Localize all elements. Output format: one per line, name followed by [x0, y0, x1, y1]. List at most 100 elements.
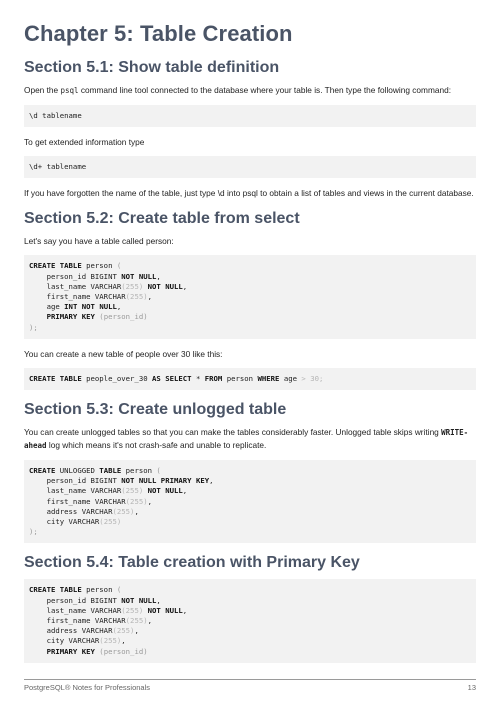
code-token: last_name VARCHAR: [29, 486, 122, 496]
section-5-3-title: Section 5.3: Create unlogged table: [24, 401, 287, 419]
code-line: PRIMARY KEY (person_id): [29, 312, 148, 321]
code-token: CREATE: [29, 466, 56, 476]
code-token: (255): [121, 486, 144, 496]
page-content: Chapter 5: Table Creation Section 5.1: S…: [24, 20, 476, 672]
code-line: address VARCHAR(255),: [29, 626, 139, 635]
code-line: CREATE TABLE person (: [29, 261, 121, 270]
code-line: CREATE TABLE person (: [29, 585, 121, 594]
code-token: ,: [156, 595, 161, 605]
code-line: age INT NOT NULL,: [29, 302, 122, 312]
code-token: address VARCHAR: [29, 626, 113, 636]
code-token: (: [116, 585, 122, 595]
code-block-create-person: CREATE TABLE person ( person_id BIGINT N…: [24, 255, 476, 339]
code-token: (255): [125, 292, 148, 302]
code-token: INT: [64, 302, 78, 312]
code-token: (person_id): [94, 312, 148, 322]
section-5-3-paragraph-1: You can create unlogged tables so that y…: [24, 427, 469, 451]
code-line: last_name VARCHAR(255) NOT NULL,: [29, 281, 188, 291]
code-line: );: [29, 527, 38, 536]
code-token: city VARCHAR: [29, 636, 100, 646]
code-token: person: [222, 373, 258, 383]
code-token: AS SELECT: [152, 373, 192, 383]
code-token: ,: [134, 626, 139, 636]
code-token: NOT NULL: [147, 605, 183, 615]
inline-code-write-ahead: WRITE-ahead: [24, 428, 469, 451]
code-token: ,: [182, 281, 188, 291]
code-line: first_name VARCHAR(255),: [29, 292, 152, 301]
code-line: CREATE UNLOGGED TABLE person (: [29, 466, 161, 475]
code-token: NOT NULL: [147, 486, 183, 496]
code-line: last_name VARCHAR(255) NOT NULL,: [29, 605, 188, 615]
code-token: person: [81, 261, 117, 271]
code-token: (255): [112, 626, 135, 636]
code-line: );: [29, 323, 38, 332]
code-token: PRIMARY KEY: [46, 312, 95, 322]
code-token: (255): [121, 605, 144, 615]
code-token: CREATE TABLE: [29, 261, 82, 271]
section-5-2-paragraph-2: You can create a new table of people ove…: [24, 348, 223, 359]
code-token: FROM: [204, 373, 223, 383]
code-token: > 30;: [301, 373, 324, 383]
code-token: city VARCHAR: [29, 517, 100, 527]
code-token: ,: [156, 271, 161, 281]
code-token: PRIMARY KEY: [46, 646, 95, 656]
code-token: [29, 647, 47, 656]
code-block-create-unlogged: CREATE UNLOGGED TABLE person ( person_id…: [24, 460, 476, 544]
code-token: NOT NULL PRIMARY KEY: [121, 476, 210, 486]
code-line: city VARCHAR(255): [29, 517, 122, 527]
section-5-2-paragraph-1: Let's say you have a table called person…: [24, 236, 174, 247]
code-token: (255): [99, 517, 122, 527]
section-5-1-paragraph-2: To get extended information type: [24, 137, 145, 148]
section-5-2-title: Section 5.2: Create table from select: [24, 210, 300, 228]
code-token: ,: [134, 506, 139, 516]
code-token: NOT NULL: [147, 281, 183, 291]
code-token: CREATE TABLE: [29, 585, 82, 595]
code-token: );: [29, 322, 38, 332]
code-token: first_name VARCHAR: [29, 292, 126, 302]
code-token: UNLOGGED: [55, 466, 100, 476]
code-token: people_over_30: [81, 373, 153, 383]
code-block-describe: \d tablename: [24, 105, 476, 128]
code-token: last_name VARCHAR: [29, 281, 122, 291]
page-footer: PostgreSQL® Notes for Professionals 13: [24, 679, 476, 692]
inline-code-psql: psql: [60, 86, 79, 95]
code-token: );: [29, 527, 38, 537]
code-token: ,: [147, 496, 153, 506]
code-token: (255): [125, 496, 148, 506]
chapter-title: Chapter 5: Table Creation: [24, 21, 293, 46]
code-token: ,: [147, 616, 153, 626]
code-token: (255): [112, 506, 135, 516]
code-token: person_id BIGINT: [29, 595, 122, 605]
code-token: first_name VARCHAR: [29, 496, 126, 506]
code-token: age: [29, 302, 65, 312]
code-token: age: [279, 373, 302, 383]
code-line: CREATE TABLE people_over_30 AS SELECT * …: [29, 374, 323, 383]
code-token: NOT NULL: [121, 595, 157, 605]
code-token: NOT NULL: [81, 302, 117, 312]
code-token: person_id BIGINT: [29, 476, 122, 486]
code-token: CREATE TABLE: [29, 373, 82, 383]
code-token: address VARCHAR: [29, 506, 113, 516]
code-line: PRIMARY KEY (person_id): [29, 647, 148, 656]
code-token: ,: [121, 636, 126, 646]
footer-book-title: PostgreSQL® Notes for Professionals: [24, 683, 150, 692]
code-block-create-primary-key: CREATE TABLE person ( person_id BIGINT N…: [24, 579, 476, 663]
code-token: (: [156, 466, 161, 476]
code-line: first_name VARCHAR(255),: [29, 497, 152, 506]
code-block-describe-extended: \d+ tablename: [24, 156, 476, 179]
code-token: ,: [182, 605, 188, 615]
code-token: (255): [99, 636, 122, 646]
code-line: person_id BIGINT NOT NULL,: [29, 596, 161, 605]
code-token: (person_id): [94, 646, 148, 656]
section-5-1-paragraph-3: If you have forgotten the name of the ta…: [24, 188, 474, 199]
code-line: person_id BIGINT NOT NULL,: [29, 272, 161, 281]
code-line: person_id BIGINT NOT NULL PRIMARY KEY,: [29, 476, 214, 485]
section-5-1-title: Section 5.1: Show table definition: [24, 59, 280, 76]
code-token: WHERE: [257, 373, 280, 383]
code-block-create-from-select: CREATE TABLE people_over_30 AS SELECT * …: [24, 367, 476, 391]
code-token: person: [81, 585, 117, 595]
code-token: ,: [209, 476, 214, 486]
code-token: *: [191, 373, 205, 383]
code-line: city VARCHAR(255),: [29, 636, 126, 645]
code-token: ,: [147, 292, 153, 302]
